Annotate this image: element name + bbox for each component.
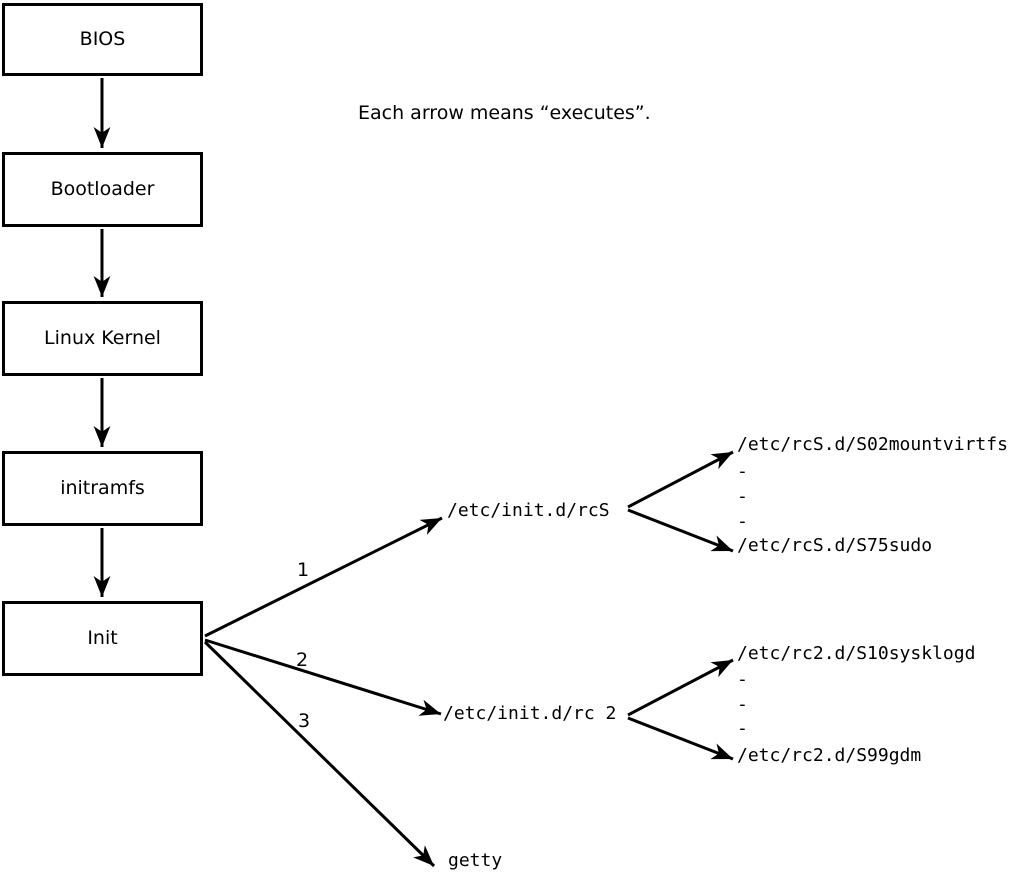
node-initramfs: initramfs — [2, 451, 203, 526]
node-bios: BIOS — [2, 3, 203, 76]
node-linux-kernel: Linux Kernel — [2, 301, 203, 376]
arrow-init-to-rc2 — [204, 638, 442, 716]
node-init-label: Init — [87, 627, 118, 649]
leaf-s99gdm: /etc/rc2.d/S99gdm — [737, 745, 922, 766]
arrow-number-1: 1 — [297, 559, 310, 581]
leaf-s02mountvirtfs: /etc/rcS.d/S02mountvirtfs — [737, 434, 1008, 455]
ellipsis-dash: - — [737, 511, 748, 532]
leaf-s75sudo: /etc/rcS.d/S75sudo — [737, 535, 933, 556]
node-init: Init — [2, 601, 203, 676]
ellipsis-dash: - — [737, 486, 748, 507]
arrow-rcs-to-s02mountvirtfs — [627, 450, 734, 509]
ellipsis-dash: - — [737, 694, 748, 715]
leaf-s10sysklogd: /etc/rc2.d/S10sysklogd — [737, 643, 976, 664]
ellipsis-dash: - — [737, 461, 748, 482]
node-getty: getty — [448, 850, 503, 871]
arrow-rc2-to-s10sysklogd — [627, 658, 734, 717]
node-initramfs-label: initramfs — [60, 477, 145, 499]
node-bios-label: BIOS — [79, 28, 126, 50]
node-bootloader: Bootloader — [2, 152, 203, 227]
arrow-rcs-to-s75sudo — [627, 508, 734, 553]
arrow-init-to-rcs — [204, 516, 443, 638]
node-bootloader-label: Bootloader — [50, 178, 155, 200]
arrow-number-2: 2 — [296, 649, 309, 671]
arrow-number-3: 3 — [298, 710, 311, 732]
legend-caption: Each arrow means “executes”. — [358, 102, 651, 124]
arrow-rc2-to-s99gdm — [627, 716, 734, 761]
node-linux-kernel-label: Linux Kernel — [44, 327, 161, 349]
ellipsis-dash: - — [737, 669, 748, 690]
arrow-init-to-getty — [203, 640, 436, 868]
node-rc2-script: /etc/init.d/rc 2 — [443, 703, 617, 724]
node-rcs-script: /etc/init.d/rcS — [447, 500, 610, 521]
ellipsis-dash: - — [737, 718, 748, 739]
